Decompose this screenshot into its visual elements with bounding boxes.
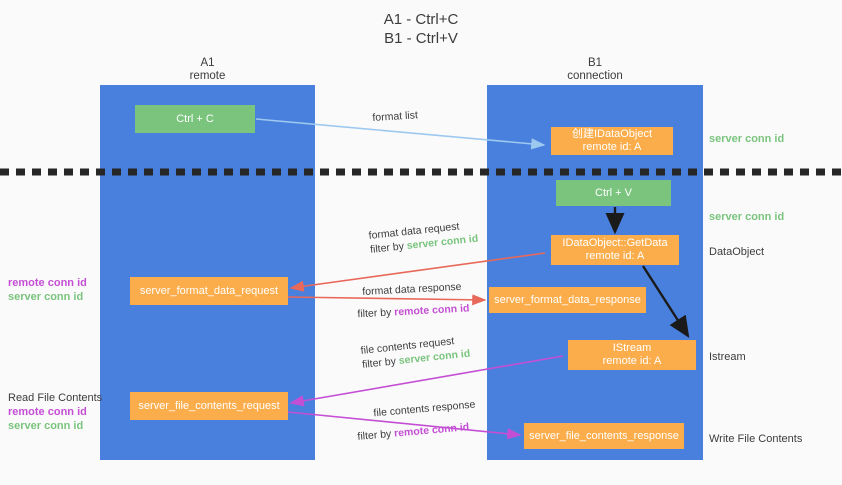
box-create-idataobject[interactable]: 创建IDataObject remote id: A: [551, 127, 673, 155]
box-server-file-contents-response[interactable]: server_file_contents_response: [524, 423, 684, 449]
label-remote-conn-id-format: remote conn id: [8, 277, 87, 289]
column-header-a1: A1 remote: [189, 57, 226, 82]
diagram-title: A1 - Ctrl+C B1 - Ctrl+V: [383, 11, 459, 47]
arrow-label-format-list: format list: [372, 109, 419, 124]
label-server-conn-id-file: server conn id: [8, 420, 84, 432]
filter-prefix: filter by: [361, 355, 400, 371]
filter-prefix: filter by: [369, 240, 408, 256]
box-server-format-data-response[interactable]: server_format_data_response: [489, 287, 646, 313]
arrow-label-file-contents-response: file contents response filter by remote …: [355, 398, 478, 444]
box-idataobject-getdata[interactable]: IDataObject::GetData remote id: A: [551, 235, 679, 265]
arrow-label-format-data-response-filter: filter by remote conn id: [357, 301, 470, 321]
label-istream: Istream: [709, 351, 746, 363]
box-ctrl-v[interactable]: Ctrl + V: [556, 180, 671, 206]
label-remote-conn-id-file: remote conn id: [8, 406, 87, 418]
box-server-file-contents-request[interactable]: server_file_contents_request: [130, 392, 288, 420]
filter-value-remote-conn-id: remote conn id: [393, 421, 470, 440]
label-read-file-contents: Read File Contents: [8, 392, 103, 404]
column-header-b1: B1 connection: [567, 57, 623, 82]
arrow-label-format-data-request: format data request filter by server con…: [368, 218, 479, 257]
filter-prefix: filter by: [357, 306, 395, 321]
arrow-label-file-contents-response-filter: filter by remote conn id: [357, 419, 478, 443]
filter-prefix: filter by: [357, 427, 395, 443]
arrow-label-file-contents-request: file contents request filter by server c…: [360, 333, 471, 372]
filter-value-remote-conn-id: remote conn id: [393, 302, 470, 319]
left-label-group-file-contents: Read File Contents remote conn id server…: [8, 391, 102, 433]
label-dataobject: DataObject: [709, 246, 765, 258]
arrow-label-file-contents-response-line1: file contents response: [373, 398, 476, 420]
box-istream[interactable]: IStream remote id: A: [568, 340, 696, 370]
label-server-conn-id-top: server conn id: [709, 133, 785, 145]
box-server-format-data-request[interactable]: server_format_data_request: [130, 277, 288, 305]
arrow-label-format-data-response: format data response filter by remote co…: [357, 279, 470, 320]
label-server-conn-id-format: server conn id: [8, 291, 84, 303]
box-ctrl-c[interactable]: Ctrl + C: [135, 105, 255, 133]
label-write-file-contents: Write File Contents: [709, 433, 803, 445]
left-label-group-format-data: remote conn id server conn id: [8, 276, 87, 304]
label-server-conn-id-mid: server conn id: [709, 211, 785, 223]
arrow-label-format-data-response-line1: format data response: [362, 280, 462, 298]
